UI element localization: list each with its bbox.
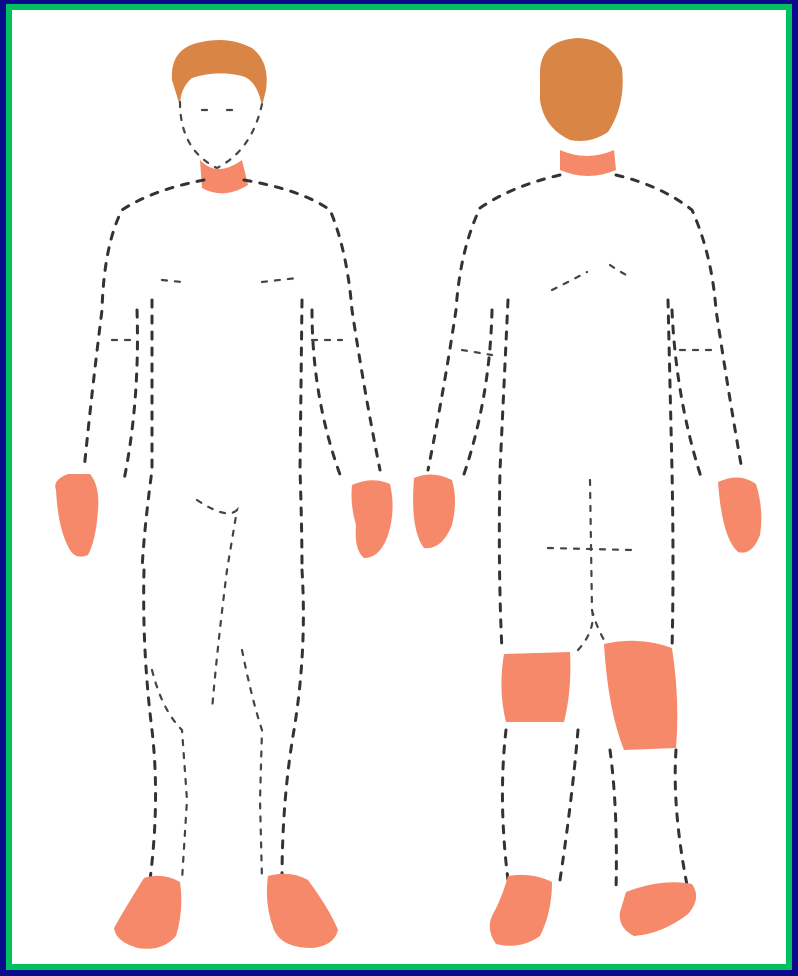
- front-left-foot: [267, 874, 338, 948]
- front-view-figure: [55, 40, 392, 949]
- front-neck-region: [200, 160, 248, 193]
- front-right-foot: [114, 876, 181, 949]
- front-right-hand: [55, 474, 98, 557]
- back-right-knee: [604, 641, 677, 750]
- back-right-hand: [718, 477, 761, 552]
- figure-frame: [6, 4, 792, 970]
- back-right-foot: [620, 882, 696, 936]
- back-left-hand: [413, 474, 455, 548]
- front-hair: [172, 40, 267, 106]
- body-diagram: [12, 10, 786, 964]
- back-hair: [540, 38, 623, 141]
- back-left-knee: [501, 652, 570, 722]
- front-left-hand: [352, 480, 393, 558]
- back-view-figure: [413, 38, 761, 946]
- back-neck-region: [560, 150, 616, 176]
- back-left-foot: [490, 875, 552, 946]
